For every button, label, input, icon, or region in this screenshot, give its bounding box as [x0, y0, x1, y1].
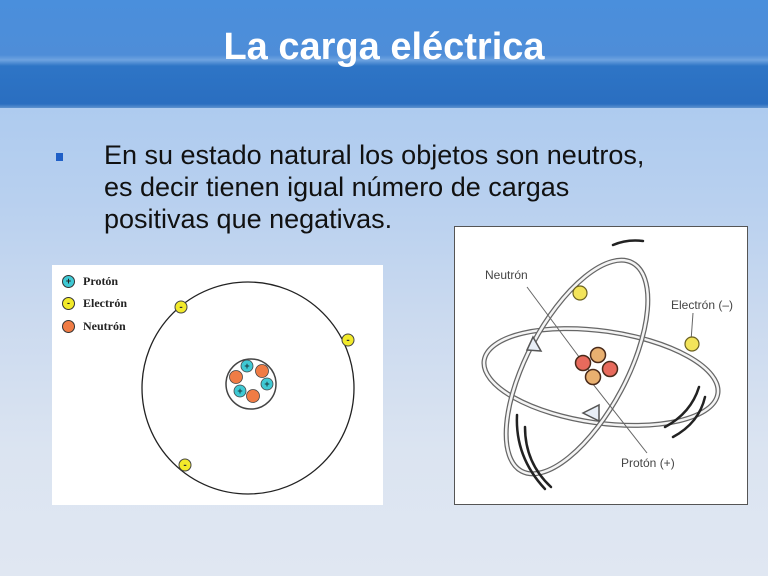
legend-item-neutron: Neutrón — [62, 319, 126, 334]
label-electron: Electrón (–) — [671, 298, 733, 312]
slide-title: La carga eléctrica — [223, 26, 545, 68]
electron-icon: - — [62, 297, 75, 310]
atom-orbit-svg: + + + - - - — [141, 281, 355, 495]
bullet-line-2: es decir tienen igual número de cargas — [104, 172, 570, 202]
svg-text:-: - — [179, 302, 182, 313]
neutron-icon — [62, 320, 75, 333]
legend-label-proton: Protón — [83, 274, 119, 288]
legend-item-proton: + Protón — [62, 274, 118, 289]
atom-diagram-orbits: Neutrón Electrón (–) Protón (+) — [454, 226, 748, 505]
proton-icon: + — [62, 275, 75, 288]
legend-item-electron: - Electrón — [62, 296, 127, 311]
legend-label-electron: Electrón — [83, 296, 127, 310]
bullet-line-1: En su estado natural los objetos son neu… — [104, 140, 645, 170]
label-neutron: Neutrón — [485, 268, 528, 282]
svg-text:-: - — [346, 335, 349, 346]
legend-label-neutron: Neutrón — [83, 319, 126, 333]
svg-text:+: + — [237, 386, 242, 396]
svg-text:-: - — [183, 460, 186, 471]
svg-text:+: + — [244, 361, 249, 371]
svg-text:+: + — [264, 379, 269, 389]
atom-orbits-svg: Neutrón Electrón (–) Protón (+) — [481, 239, 733, 491]
atom-diagram-simple: + Protón - Electrón Neutrón + + + — [52, 265, 383, 505]
bullet-text: En su estado natural los objetos son neu… — [104, 139, 744, 235]
label-proton: Protón (+) — [621, 456, 675, 470]
square-bullet-icon — [56, 153, 63, 161]
slide-title-bar: La carga eléctrica — [0, 0, 768, 108]
bullet-line-3: positivas que negativas. — [104, 204, 393, 234]
